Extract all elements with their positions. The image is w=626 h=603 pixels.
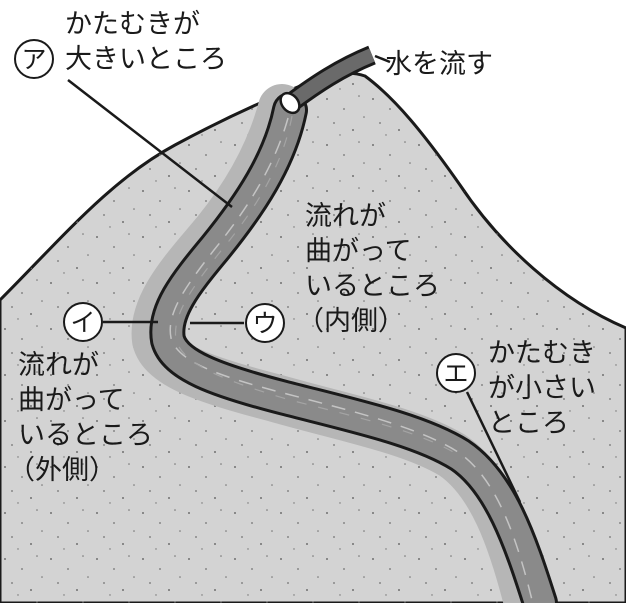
label-gentle-line-3: ところ	[488, 408, 569, 439]
marker-a: ア	[14, 39, 54, 79]
leader-line-e	[465, 391, 522, 503]
label-steep-slope: かたむきが 大きいところ	[65, 7, 227, 77]
label-outer-line-2: 曲がって	[18, 385, 125, 416]
label-gentle-slope: かたむき が小さい ところ	[488, 336, 596, 441]
label-inner-line-3: いるところ	[305, 271, 440, 302]
marker-u: ウ	[245, 303, 285, 343]
label-inner-bend: 流れが 曲がって いるところ （内側）	[297, 199, 440, 339]
label-inner-line-2: 曲がって	[305, 236, 412, 267]
stream-flow-lines-2	[174, 115, 464, 459]
label-gentle-line-2: が小さい	[488, 373, 596, 404]
stream-flow-lines	[169, 117, 533, 601]
label-pour-water: 水を流す	[385, 49, 493, 80]
label-inner-line-4: （内側）	[297, 306, 405, 337]
leader-line-a	[67, 79, 233, 208]
label-gentle-line-1: かたむき	[488, 338, 596, 369]
label-inner-line-1: 流れが	[305, 201, 386, 232]
marker-e: エ	[436, 353, 476, 393]
label-outer-line-4: （外側）	[8, 455, 116, 486]
label-outer-line-1: 流れが	[18, 350, 99, 381]
label-outer-line-3: いるところ	[18, 420, 153, 451]
marker-i: イ	[63, 302, 103, 342]
label-steep-line-1: かたむきが	[65, 9, 200, 40]
hose	[279, 45, 391, 115]
label-steep-line-2: 大きいところ	[65, 44, 227, 75]
label-outer-bend: 流れが 曲がって いるところ （外側）	[8, 348, 153, 488]
